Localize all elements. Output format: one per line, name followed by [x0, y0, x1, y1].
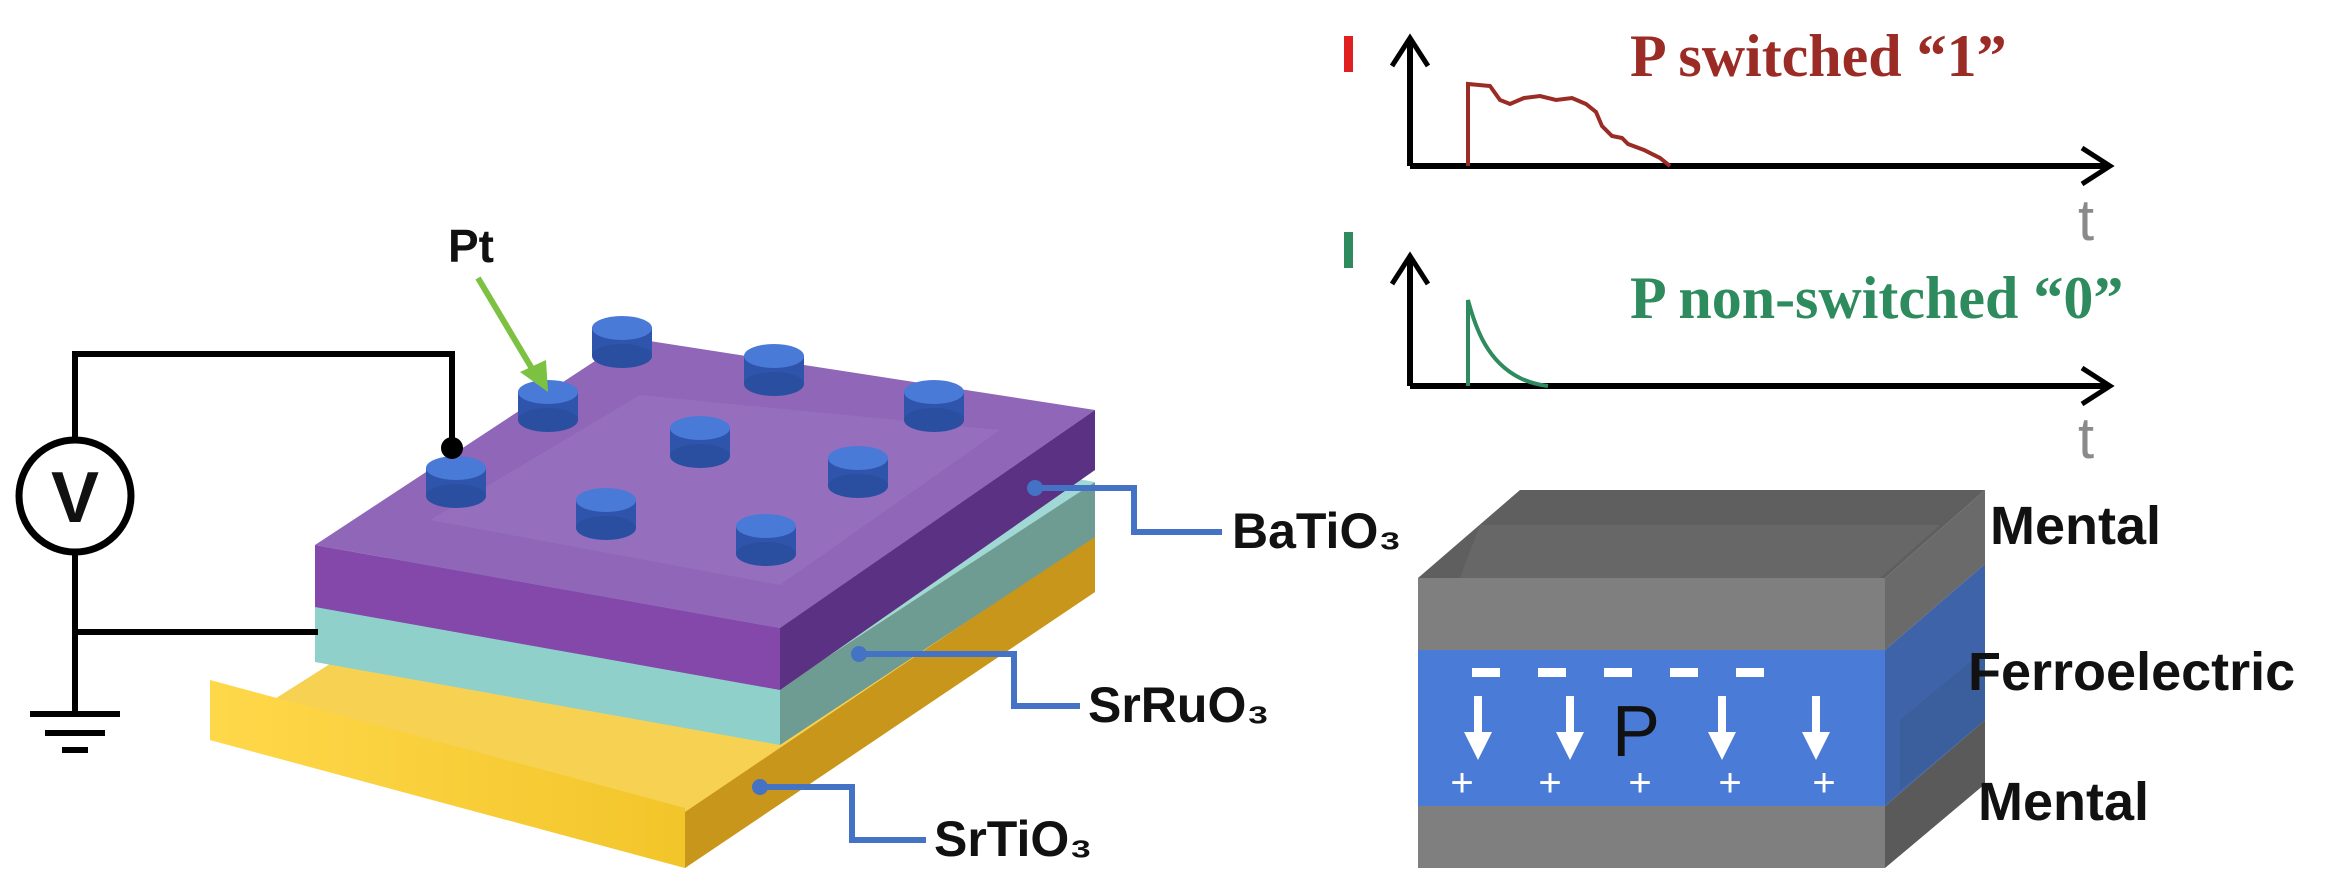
pt-arrow — [475, 276, 548, 392]
ferroelectric-capacitor: P + + + + + Mental Ferroelectric Mental — [1418, 490, 2295, 868]
layer-label-srtio3: SrTiO₃ — [934, 811, 1092, 867]
pt-electrode — [426, 456, 486, 508]
svg-text:+: + — [1450, 761, 1473, 805]
pt-electrode — [828, 446, 888, 498]
pt-electrode — [736, 514, 796, 566]
pt-electrode — [670, 416, 730, 468]
negative-charges — [1472, 668, 1764, 677]
pt-electrode — [576, 488, 636, 540]
pt-electrode — [592, 316, 652, 368]
ground-icon — [30, 711, 120, 753]
pulse-nonswitched-plot: t P non-switched “0” — [1344, 232, 2123, 471]
device-stack: Pt V — [15, 220, 1401, 868]
top-metal-label: Mental — [1990, 496, 2161, 556]
pt-label: Pt — [448, 220, 494, 272]
pt-electrodes — [426, 316, 964, 566]
polarization-symbol: P — [1612, 692, 1660, 772]
svg-text:+: + — [1538, 761, 1561, 805]
bottom-metal-layer — [1418, 806, 1885, 868]
batio3-layer — [315, 338, 1095, 690]
layer-label-batio3: BaTiO₃ — [1232, 503, 1401, 559]
layer-leaders — [752, 480, 1222, 843]
time-axis-label: t — [2078, 406, 2094, 471]
current-axis-marker — [1344, 36, 1353, 72]
voltmeter-icon: V — [15, 436, 135, 556]
ferroelectric-label: Ferroelectric — [1968, 642, 2295, 702]
time-axis-label: t — [2078, 188, 2094, 253]
pt-electrode — [744, 344, 804, 396]
positive-charges: + + + + + — [1450, 761, 1835, 805]
voltmeter-symbol: V — [51, 458, 99, 538]
nonswitched-label: P non-switched “0” — [1630, 265, 2123, 331]
pt-electrode — [904, 380, 964, 432]
switched-label: P switched “1” — [1630, 23, 2007, 89]
switched-current-trace — [1466, 81, 1672, 168]
pulse-switched-plot: t P switched “1” — [1344, 23, 2115, 253]
nonswitched-current-trace — [1466, 299, 1549, 388]
current-axis-marker — [1344, 232, 1353, 268]
pt-electrode — [518, 380, 578, 432]
svg-text:+: + — [1718, 761, 1741, 805]
svg-text:+: + — [1628, 761, 1651, 805]
circuit: V — [15, 351, 463, 753]
top-metal-layer — [1418, 578, 1885, 650]
svg-text:+: + — [1812, 761, 1835, 805]
polarization-arrows — [1464, 696, 1830, 760]
bottom-metal-label: Mental — [1978, 772, 2149, 832]
layer-label-srruo3: SrRuO₃ — [1088, 677, 1269, 733]
